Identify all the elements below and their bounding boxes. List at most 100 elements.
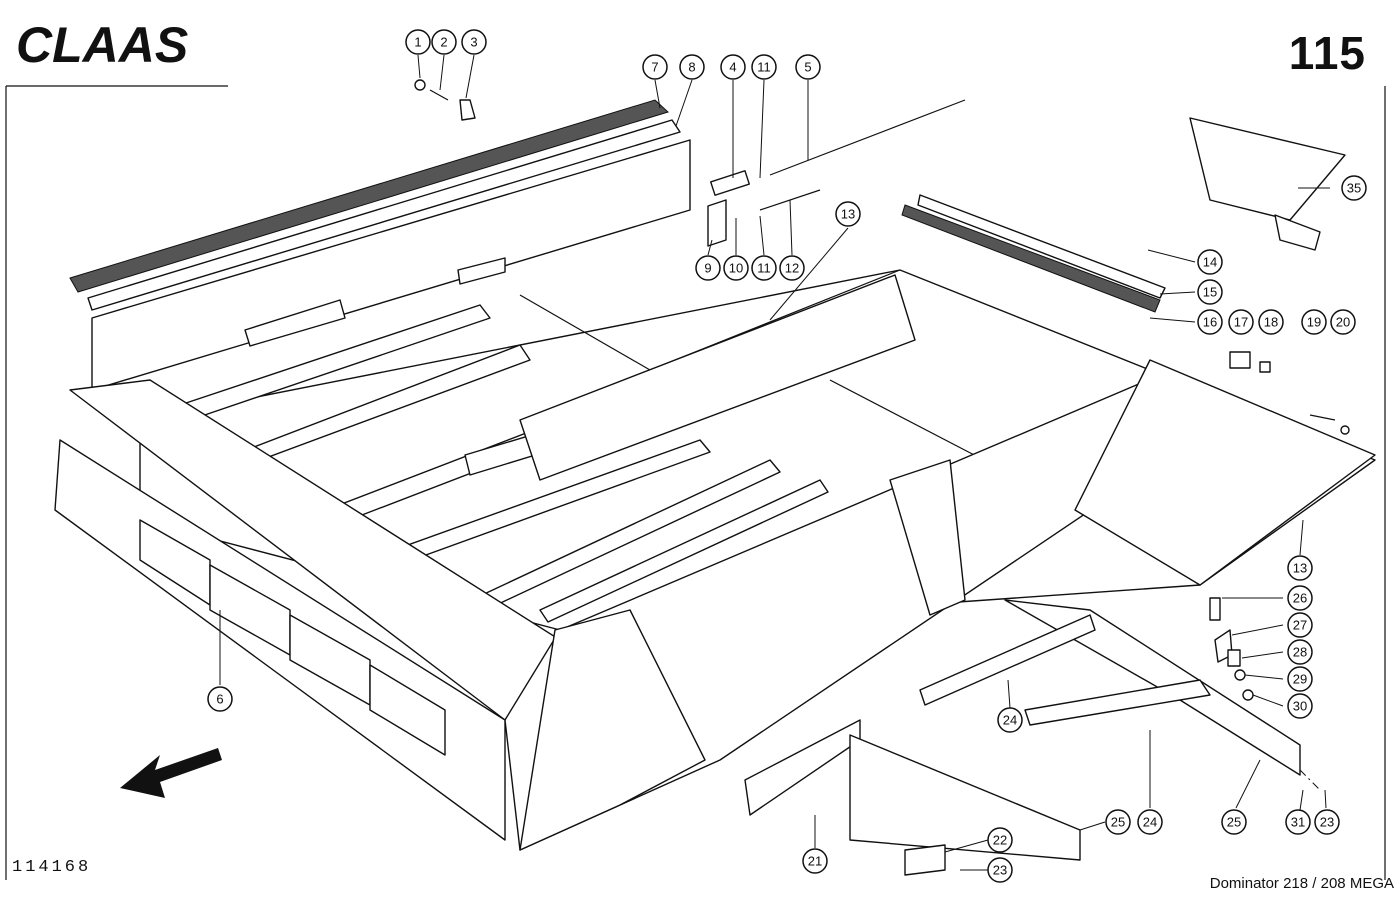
svg-text:20: 20 <box>1336 315 1350 330</box>
callout-23-bottom: 23 <box>987 857 1013 883</box>
svg-text:5: 5 <box>804 60 811 75</box>
bracket-9 <box>707 199 727 247</box>
sealing-strip-7 <box>69 99 669 293</box>
callout-23-right: 23 <box>1314 809 1340 835</box>
vertical-support <box>889 459 966 616</box>
callout-11-top: 11 <box>751 54 777 80</box>
leader-11-bottom <box>759 215 765 256</box>
bracket-22 <box>904 844 946 876</box>
callout-10: 10 <box>723 255 749 281</box>
bracket-21 <box>744 719 861 816</box>
svg-text:2: 2 <box>440 35 447 50</box>
svg-text:7: 7 <box>651 60 658 75</box>
callout-13-top: 13 <box>835 201 861 227</box>
callout-9: 9 <box>695 255 721 281</box>
svg-text:3: 3 <box>470 35 477 50</box>
svg-text:13: 13 <box>1293 561 1307 576</box>
callout-14: 14 <box>1197 249 1223 275</box>
callout-27: 27 <box>1287 612 1313 638</box>
svg-text:23: 23 <box>993 863 1007 878</box>
leader-13-bottom <box>1299 519 1304 556</box>
svg-text:11: 11 <box>757 60 771 75</box>
leader-8 <box>675 79 693 127</box>
leader-28 <box>1241 651 1284 659</box>
callout-29: 29 <box>1287 666 1313 692</box>
svg-text:18: 18 <box>1264 315 1278 330</box>
leader-25-left <box>1079 821 1106 831</box>
spring-28 <box>1227 649 1241 667</box>
svg-text:17: 17 <box>1234 315 1248 330</box>
svg-text:26: 26 <box>1293 591 1307 606</box>
rail-25-left <box>849 734 1081 861</box>
callout-18: 18 <box>1258 309 1284 335</box>
bolt-26 <box>1209 597 1221 621</box>
bolt-2 <box>429 89 449 101</box>
svg-text:11: 11 <box>757 261 771 276</box>
callout-5: 5 <box>795 54 821 80</box>
washer-29 <box>1234 669 1246 681</box>
callout-13-bottom: 13 <box>1287 555 1313 581</box>
svg-text:29: 29 <box>1293 672 1307 687</box>
rail-24-right <box>1024 679 1211 726</box>
clip-1 <box>457 257 506 285</box>
washer-1 <box>414 79 426 91</box>
lower-frame <box>744 599 1301 876</box>
leader-16 <box>1149 317 1196 323</box>
svg-text:9: 9 <box>704 261 711 276</box>
svg-text:19: 19 <box>1307 315 1321 330</box>
callout-31: 31 <box>1285 809 1311 835</box>
leader-15 <box>1159 291 1196 295</box>
svg-text:35: 35 <box>1347 181 1361 196</box>
cover-35 <box>1189 117 1346 221</box>
direction-arrow-icon <box>120 748 222 798</box>
rail-25-right <box>1004 599 1301 776</box>
side-plate-gusset <box>519 609 706 851</box>
leader-7 <box>654 79 661 109</box>
callout-2: 2 <box>431 29 457 55</box>
callout-35: 35 <box>1341 175 1367 201</box>
callout-15: 15 <box>1197 279 1223 305</box>
callout-11-bottom: 11 <box>751 255 777 281</box>
rib-6 <box>539 479 829 623</box>
callout-26: 26 <box>1287 585 1313 611</box>
center-divider <box>519 274 916 481</box>
bracket-d <box>369 664 446 756</box>
callout-4: 4 <box>720 54 746 80</box>
clip-3 <box>459 99 476 121</box>
svg-text:12: 12 <box>785 261 799 276</box>
callout-24-right: 24 <box>1137 809 1163 835</box>
leader-3 <box>465 54 475 99</box>
callout-7: 7 <box>642 54 668 80</box>
tray-ribs <box>179 257 829 623</box>
leader-1 <box>417 54 421 79</box>
callout-6: 6 <box>207 686 233 712</box>
svg-text:16: 16 <box>1203 315 1217 330</box>
nut-18 <box>1259 361 1271 373</box>
svg-text:13: 13 <box>841 207 855 222</box>
svg-text:31: 31 <box>1291 815 1305 830</box>
callout-25-left: 25 <box>1105 809 1131 835</box>
drawing-id: 114168 <box>12 858 92 877</box>
leader-22 <box>944 839 989 853</box>
svg-text:25: 25 <box>1227 815 1241 830</box>
callout-3: 3 <box>461 29 487 55</box>
svg-text:10: 10 <box>729 261 743 276</box>
washer-20 <box>1340 425 1350 435</box>
leader-25-right <box>1235 759 1261 809</box>
bolt-19 <box>1309 414 1336 421</box>
leader-27 <box>1231 624 1284 636</box>
callout-30: 30 <box>1287 693 1313 719</box>
svg-text:25: 25 <box>1111 815 1125 830</box>
leader-14 <box>1147 249 1196 263</box>
callout-28: 28 <box>1287 639 1313 665</box>
axis-31 <box>1299 769 1321 791</box>
guide-bracket-1 <box>244 299 346 347</box>
leader-12 <box>789 199 793 256</box>
seal-strip-16 <box>901 204 1161 313</box>
callout-8: 8 <box>679 54 705 80</box>
leader-31 <box>1299 789 1304 811</box>
callout-24-left: 24 <box>997 707 1023 733</box>
plate-17 <box>1229 351 1251 369</box>
